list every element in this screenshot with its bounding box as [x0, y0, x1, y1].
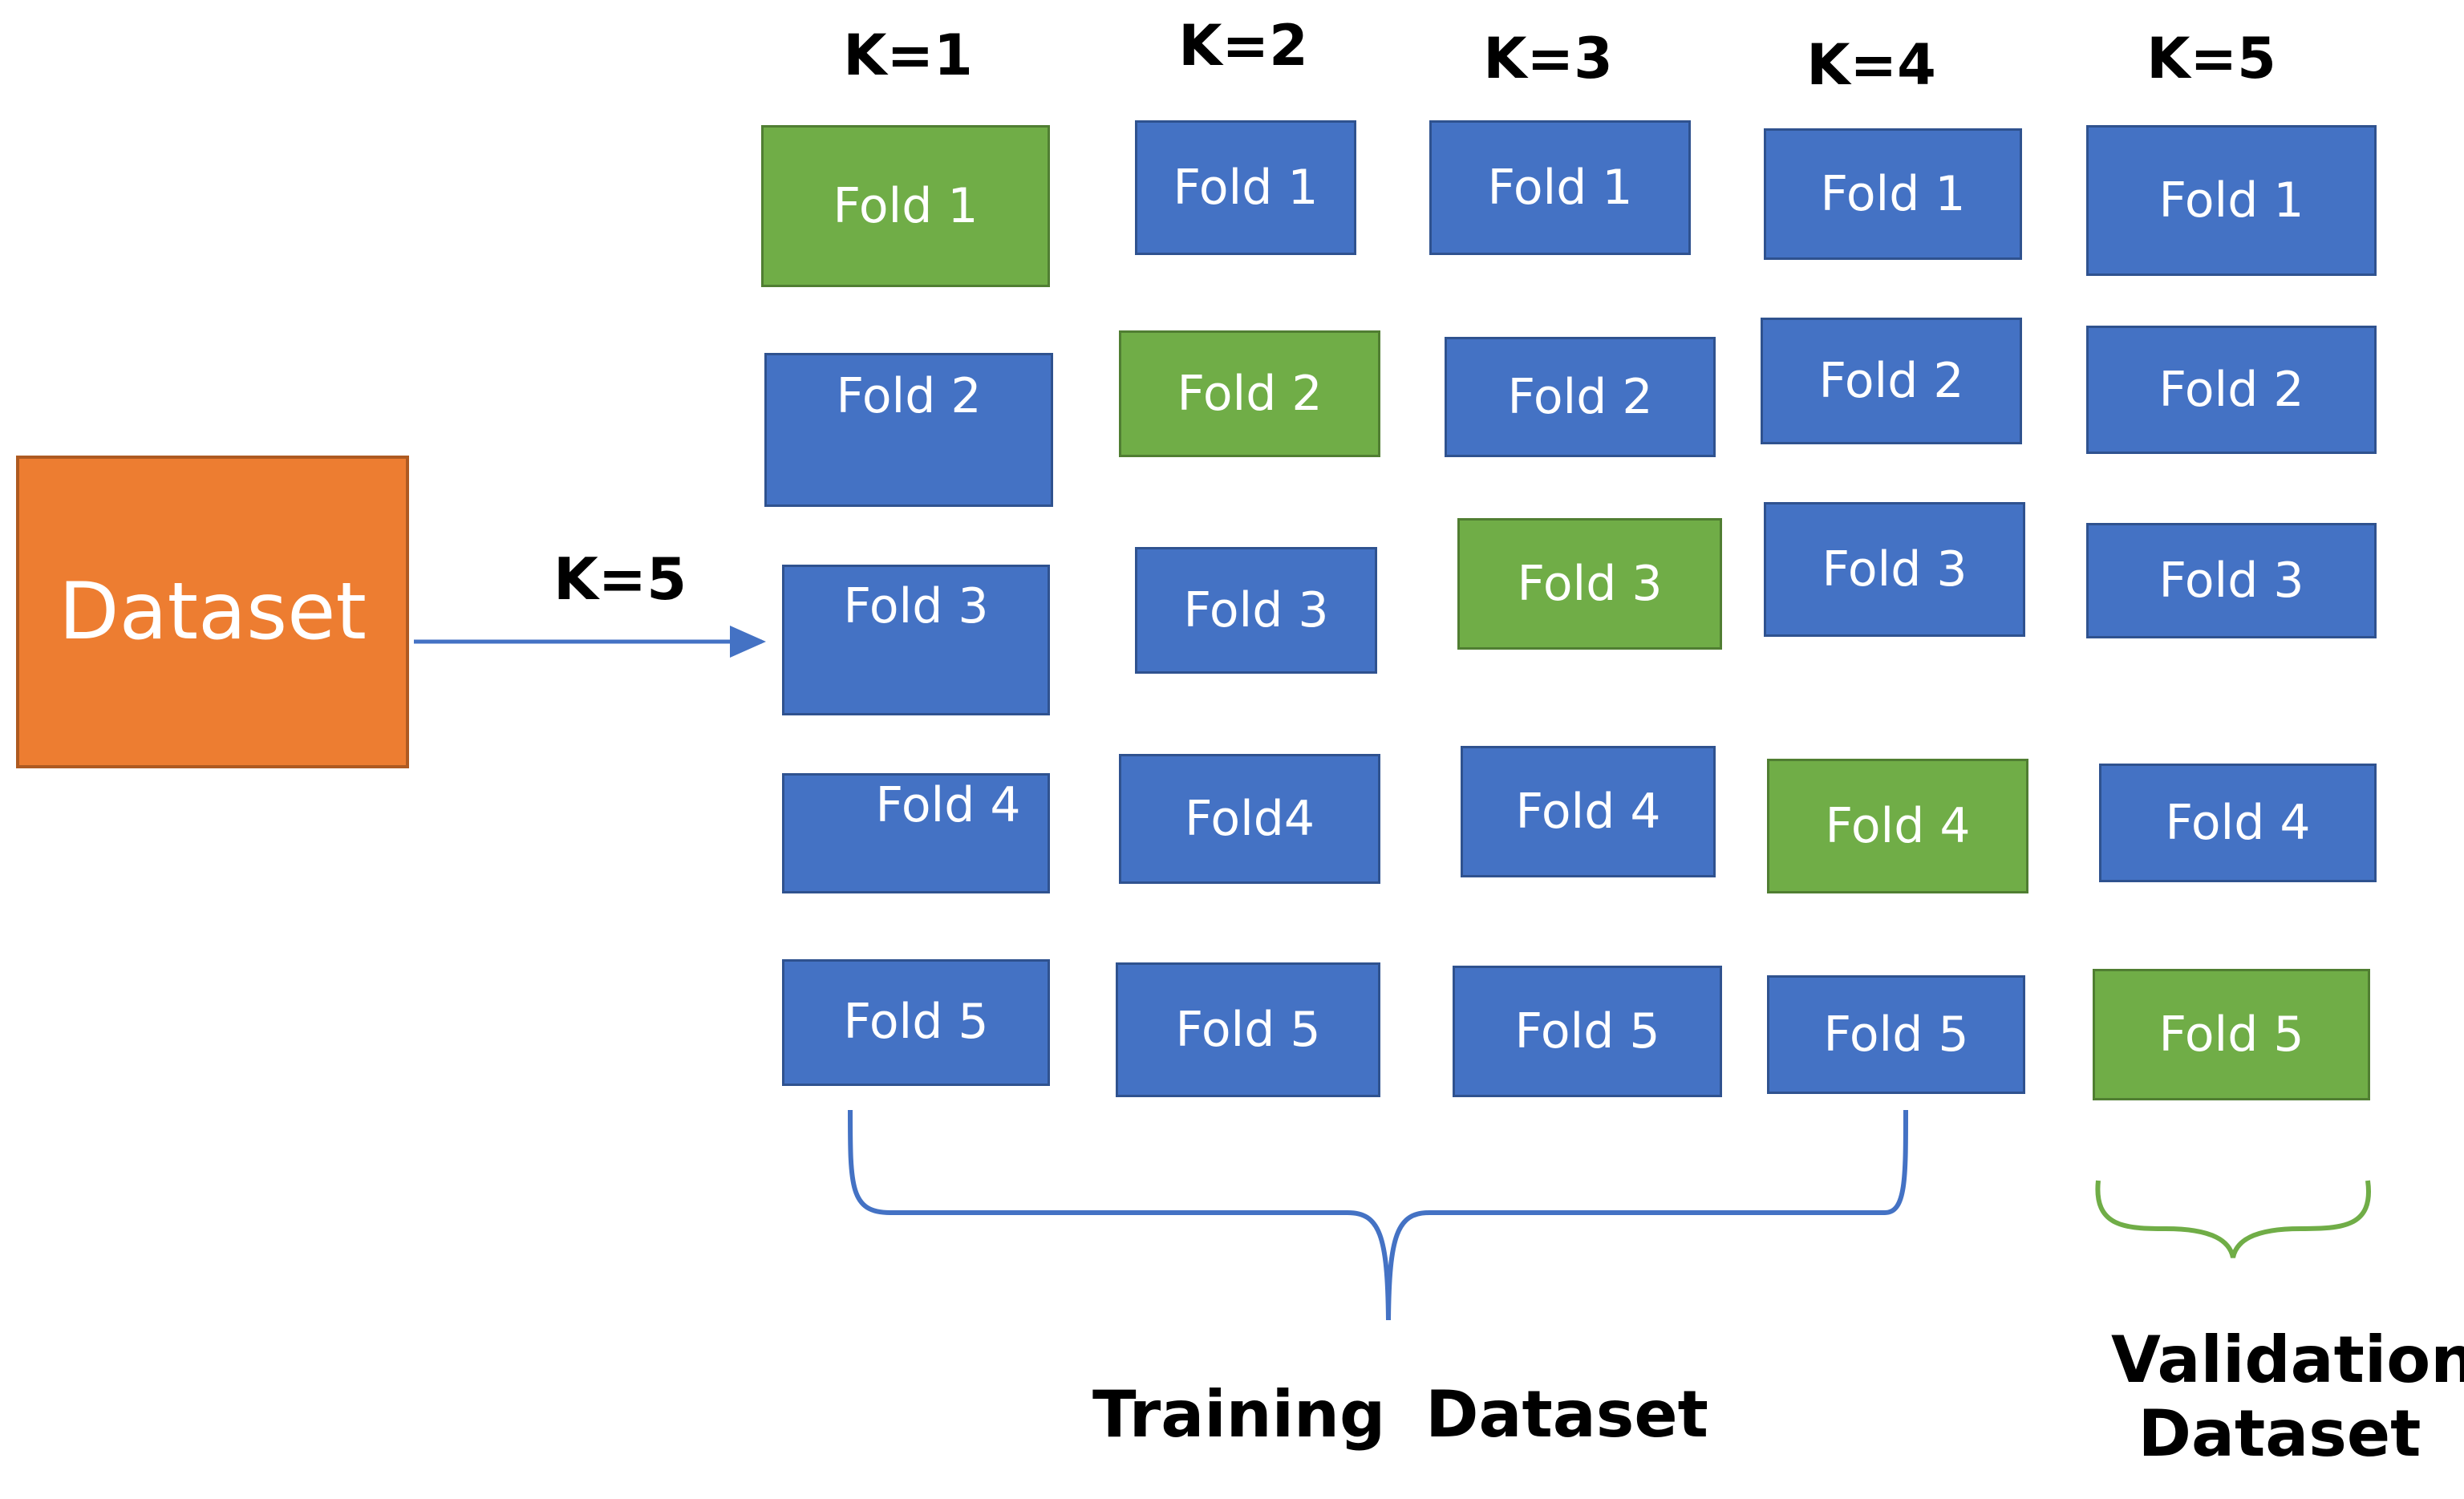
fold-label: Fold 4 — [875, 777, 1021, 833]
fold-label: Fold 1 — [1173, 160, 1319, 216]
fold-box-k3-5: Fold 5 — [1453, 966, 1722, 1097]
fold-box-k4-2: Fold 2 — [1761, 318, 2022, 444]
fold-box-k2-4: Fold4 — [1119, 754, 1380, 884]
column-header-k2: K=2 — [1178, 13, 1308, 79]
fold-box-k5-4: Fold 4 — [2099, 764, 2377, 882]
fold-label: Fold 3 — [2158, 553, 2304, 609]
validation-label-line1: Validation — [2111, 1323, 2464, 1397]
training-brace — [848, 1109, 1908, 1321]
fold-box-k1-2: Fold 2 — [764, 353, 1053, 507]
column-header-k1: K=1 — [843, 22, 973, 88]
dataset-box: Dataset — [16, 456, 409, 768]
fold-label: Fold 3 — [1822, 541, 1968, 598]
fold-box-k3-4: Fold 4 — [1461, 746, 1716, 877]
fold-box-k5-3: Fold 3 — [2086, 523, 2377, 638]
fold-label: Fold4 — [1184, 791, 1315, 847]
validation-brace — [2095, 1180, 2372, 1258]
fold-label: Fold 5 — [1175, 1002, 1321, 1058]
fold-label: Fold 3 — [843, 578, 989, 634]
fold-box-k1-5: Fold 5 — [782, 959, 1050, 1086]
fold-label: Fold 4 — [2165, 795, 2311, 851]
fold-box-k1-1: Fold 1 — [761, 125, 1050, 287]
column-header-k5: K=5 — [2146, 26, 2276, 91]
fold-label: Fold 5 — [843, 994, 989, 1050]
fold-label: Fold 3 — [1517, 556, 1663, 612]
fold-label: Fold 2 — [2158, 362, 2304, 418]
training-dataset-label: Training Dataset — [1092, 1377, 1708, 1452]
fold-box-k3-2: Fold 2 — [1445, 337, 1716, 457]
validation-dataset-label: Validation Dataset — [2111, 1323, 2464, 1471]
fold-label: Fold 5 — [1823, 1007, 1969, 1063]
fold-box-k4-4: Fold 4 — [1767, 759, 2028, 893]
column-header-k4: K=4 — [1806, 32, 1936, 98]
dataset-label: Dataset — [59, 566, 367, 658]
fold-box-k3-3: Fold 3 — [1457, 518, 1722, 650]
fold-box-k1-4: Fold 4 — [782, 773, 1050, 893]
fold-label: Fold 5 — [1514, 1003, 1660, 1059]
fold-box-k4-5: Fold 5 — [1767, 975, 2025, 1094]
column-header-k3: K=3 — [1483, 26, 1613, 91]
fold-label: Fold 1 — [1487, 160, 1633, 216]
fold-box-k2-1: Fold 1 — [1135, 120, 1356, 255]
fold-label: Fold 1 — [1820, 166, 1966, 222]
fold-label: Fold 2 — [836, 368, 982, 424]
fold-label: Fold 5 — [2158, 1007, 2304, 1063]
fold-box-k2-5: Fold 5 — [1116, 962, 1380, 1097]
fold-label: Fold 4 — [1515, 784, 1661, 840]
fold-label: Fold 2 — [1507, 369, 1653, 425]
fold-box-k2-3: Fold 3 — [1135, 547, 1377, 674]
fold-label: Fold 2 — [1177, 366, 1323, 422]
fold-label: Fold 1 — [2158, 172, 2304, 229]
fold-box-k3-1: Fold 1 — [1429, 120, 1691, 255]
fold-box-k5-5: Fold 5 — [2093, 969, 2370, 1100]
fold-label: Fold 4 — [1825, 798, 1971, 854]
fold-box-k4-1: Fold 1 — [1764, 128, 2022, 260]
fold-box-k4-3: Fold 3 — [1764, 502, 2025, 637]
arrow-label: K=5 — [553, 545, 687, 613]
fold-box-k2-2: Fold 2 — [1119, 330, 1380, 457]
validation-label-line2: Dataset — [2138, 1396, 2421, 1471]
fold-label: Fold 3 — [1183, 582, 1329, 638]
fold-box-k5-2: Fold 2 — [2086, 326, 2377, 454]
fold-box-k1-3: Fold 3 — [782, 565, 1050, 715]
fold-label: Fold 1 — [833, 178, 979, 234]
fold-label: Fold 2 — [1818, 353, 1964, 409]
fold-box-k5-1: Fold 1 — [2086, 125, 2377, 276]
